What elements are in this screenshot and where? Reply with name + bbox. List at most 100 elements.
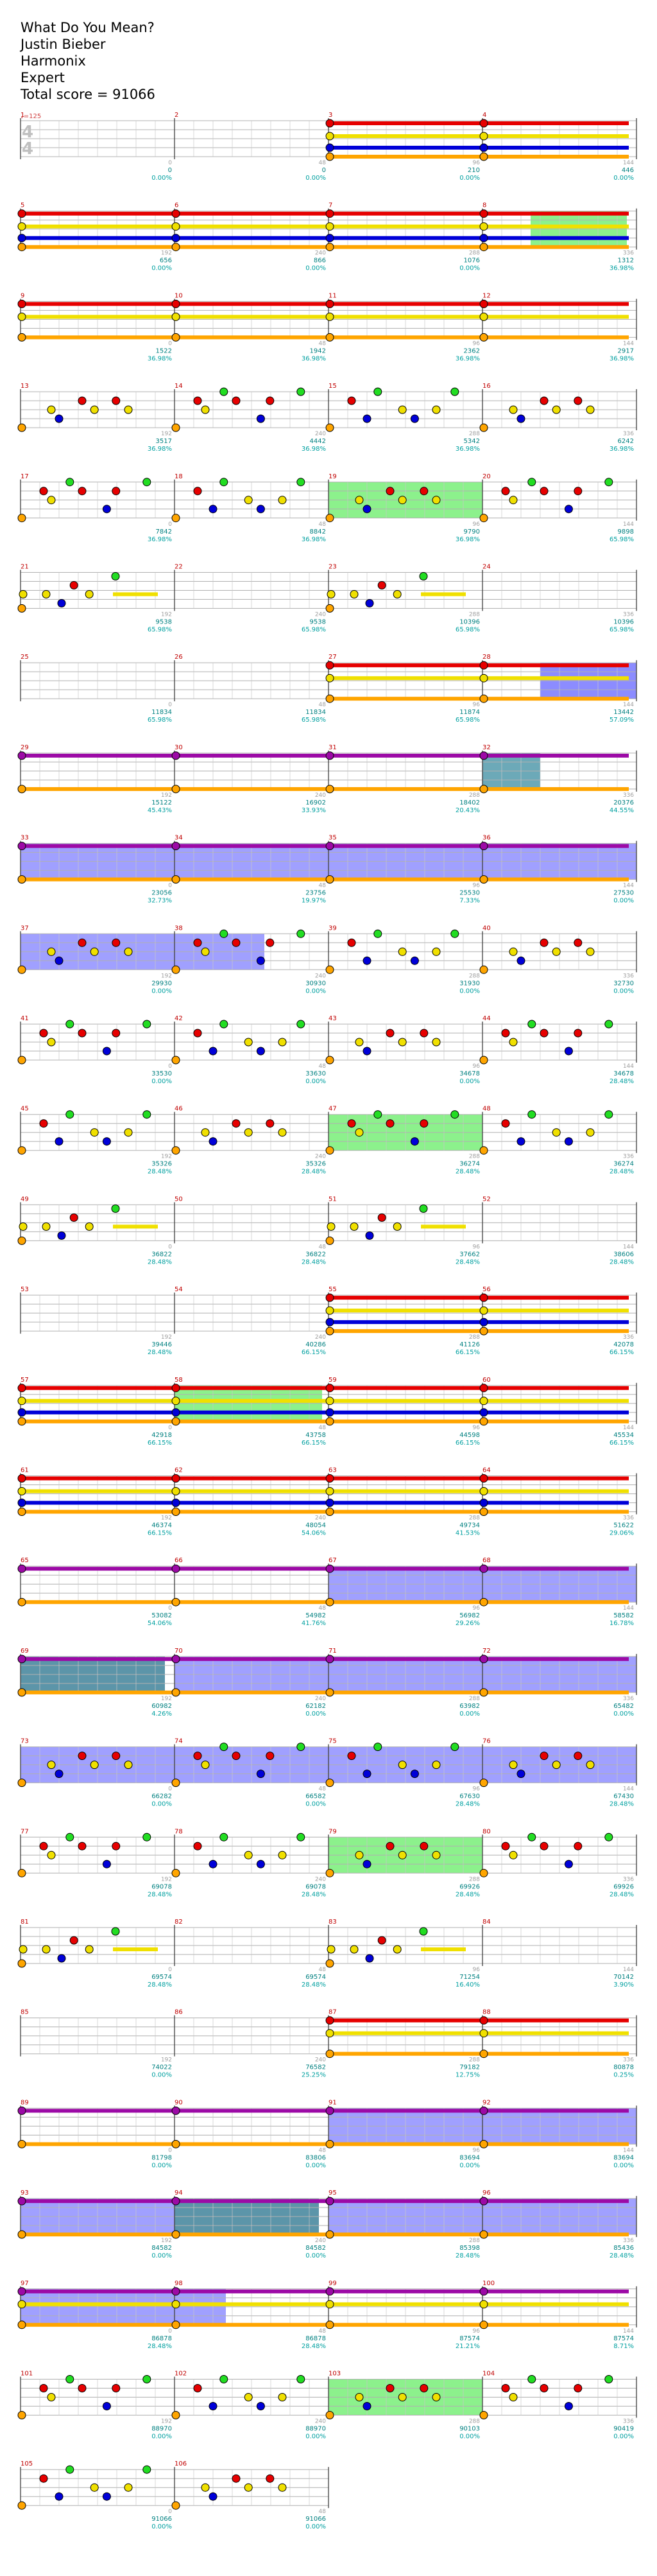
measure-number: 100 xyxy=(482,2280,495,2287)
note-gem xyxy=(355,2393,364,2401)
note-gem xyxy=(501,2384,510,2392)
tick-label: 240 xyxy=(315,250,326,257)
tick-label: 336 xyxy=(623,973,634,979)
note-gem xyxy=(393,1222,402,1231)
measure-percent: 54.06% xyxy=(302,1530,326,1537)
measure-number: 56 xyxy=(482,1286,491,1293)
sustain-bar xyxy=(21,2199,629,2204)
note-gem xyxy=(65,1110,74,1119)
measure-score: 11834 xyxy=(305,709,326,716)
measure-score: 88970 xyxy=(151,2426,172,2433)
measure-score: 11874 xyxy=(459,709,480,716)
note-gem xyxy=(516,1770,525,1779)
note-gem xyxy=(47,947,56,956)
note-gem xyxy=(363,956,371,965)
measure-score: 69078 xyxy=(305,1883,326,1890)
note-gem xyxy=(209,1859,218,1868)
measure-number: 41 xyxy=(21,1015,29,1022)
sustain-bar xyxy=(328,697,629,701)
measure-percent: 0.00% xyxy=(305,1801,326,1808)
tick-label: 144 xyxy=(623,340,634,347)
measure-percent: 54.06% xyxy=(148,1620,172,1627)
note-gem xyxy=(278,2483,287,2492)
measure-score: 48054 xyxy=(305,1522,326,1529)
note-gem xyxy=(17,1056,26,1065)
note-gem xyxy=(90,947,99,956)
sustain-bar xyxy=(21,245,629,249)
tick-label: 48 xyxy=(319,521,327,528)
note-gem xyxy=(509,2393,518,2401)
tick-label: 288 xyxy=(469,973,480,979)
note-gem xyxy=(90,405,99,414)
note-gem xyxy=(393,1945,402,1954)
note-gem xyxy=(78,396,87,405)
note-gem xyxy=(479,2197,488,2206)
note-gem xyxy=(325,2197,334,2206)
measure-number: 17 xyxy=(21,473,29,480)
tick-label: 288 xyxy=(469,1154,480,1160)
note-gem xyxy=(42,1945,51,1954)
note-gem xyxy=(171,209,180,218)
note-gem xyxy=(171,1508,180,1516)
measure-percent: 66.15% xyxy=(456,1349,480,1356)
measure-percent: 66.15% xyxy=(610,1349,634,1356)
note-gem xyxy=(278,1038,287,1047)
note-gem xyxy=(171,234,180,243)
sustain-bar xyxy=(21,1489,629,1493)
tick-label: 192 xyxy=(161,612,172,618)
measure-score: 43758 xyxy=(305,1432,326,1439)
measure-score: 45534 xyxy=(613,1432,634,1439)
note-gem xyxy=(47,1761,56,1770)
measure-score: 79182 xyxy=(459,2064,480,2071)
measure-score: 87574 xyxy=(613,2335,634,2342)
tick-label: 48 xyxy=(319,1786,327,1793)
measure-number: 9 xyxy=(21,292,24,299)
note-gem xyxy=(171,2197,180,2206)
note-gem xyxy=(256,2402,265,2410)
measure-percent: 0.25% xyxy=(613,2072,634,2079)
note-gem xyxy=(39,2474,48,2483)
measure-number: 38 xyxy=(175,925,183,932)
measure-number: 78 xyxy=(175,1828,183,1835)
time-signature-bottom: 4 xyxy=(22,139,33,159)
note-gem xyxy=(325,965,334,974)
tick-label: 336 xyxy=(623,1154,634,1160)
measure-score: 446 xyxy=(622,167,634,174)
measure-number: 42 xyxy=(175,1015,183,1022)
note-gem xyxy=(111,1204,120,1213)
note-gem xyxy=(398,1761,407,1770)
measure-score: 69926 xyxy=(459,1883,480,1890)
note-gem xyxy=(17,1868,26,1877)
measure-number: 27 xyxy=(328,654,337,661)
measure-score: 9898 xyxy=(618,528,634,535)
tick-label: 240 xyxy=(315,1334,326,1341)
measure-row xyxy=(17,1743,637,1788)
note-gem xyxy=(479,2287,488,2296)
note-gem xyxy=(193,487,202,496)
note-gem xyxy=(17,234,26,243)
measure-number: 36 xyxy=(482,835,491,842)
sustain-bar xyxy=(21,1410,629,1414)
note-gem xyxy=(479,2106,488,2115)
measure-score: 84582 xyxy=(151,2245,172,2252)
note-gem xyxy=(90,2483,99,2492)
note-gem xyxy=(171,333,180,342)
note-gem xyxy=(574,1752,583,1761)
measure-percent: 28.48% xyxy=(302,1981,326,1989)
note-gem xyxy=(365,1954,374,1963)
tick-label: 96 xyxy=(473,521,481,528)
measure-percent: 28.48% xyxy=(148,1349,172,1356)
note-gem xyxy=(516,956,525,965)
measure-number: 59 xyxy=(328,1377,337,1384)
measure-score: 16902 xyxy=(305,799,326,806)
tick-label: 48 xyxy=(319,702,327,708)
note-gem xyxy=(193,396,202,405)
note-gem xyxy=(386,1119,395,1128)
note-gem xyxy=(124,947,133,956)
note-gem xyxy=(479,2411,488,2419)
note-gem xyxy=(17,209,26,218)
note-gem xyxy=(325,1408,334,1417)
measure-score: 6242 xyxy=(618,438,634,445)
measure-number: 3 xyxy=(328,112,332,119)
note-gem xyxy=(527,1110,536,1119)
